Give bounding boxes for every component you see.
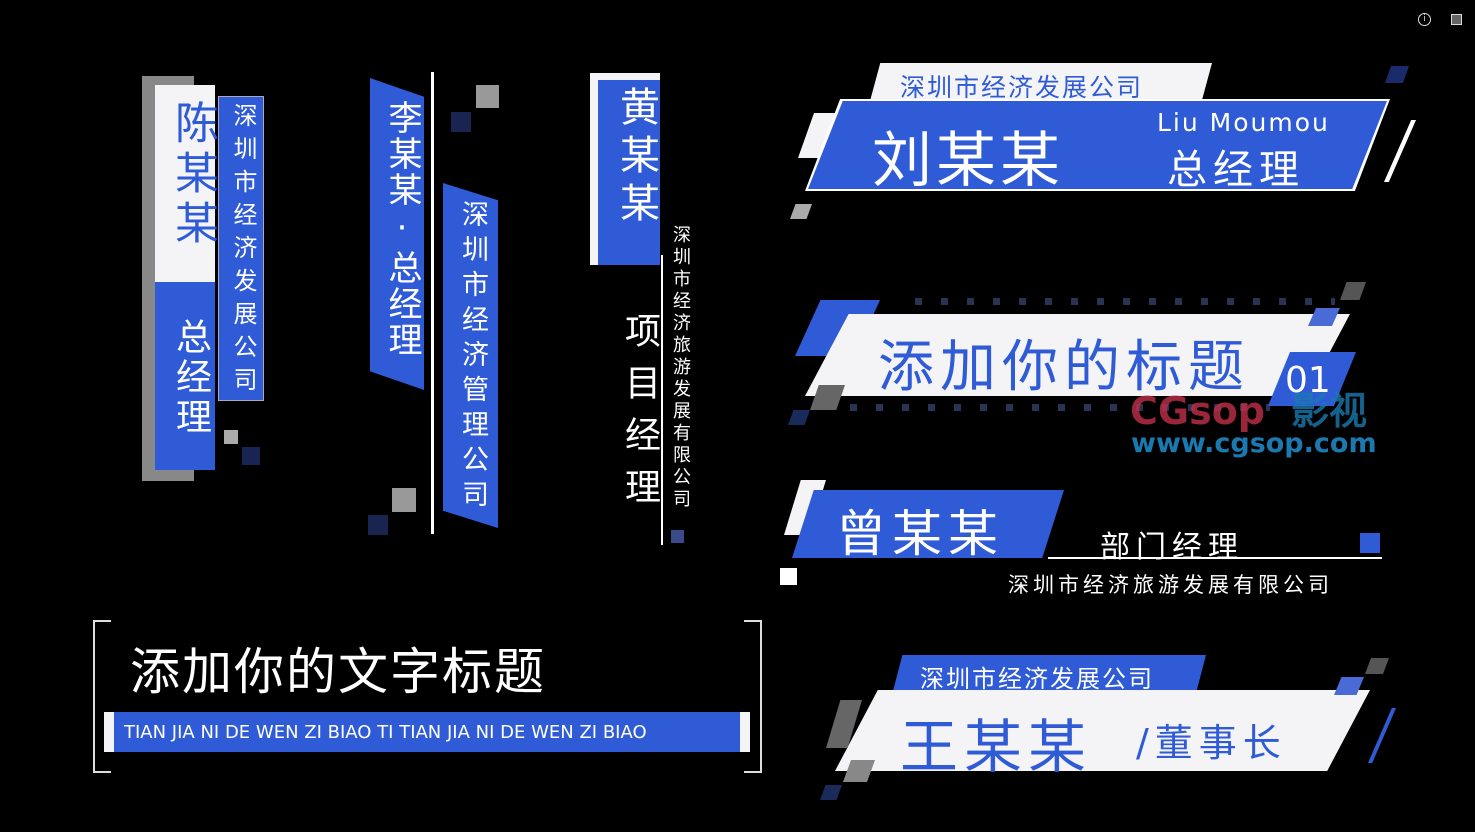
liu-name: 刘某某 bbox=[872, 126, 1064, 196]
text-subtitle: TIAN JIA NI DE WEN ZI BIAO TI TIAN JIA N… bbox=[124, 722, 647, 743]
banner-title: 添加你的标题 bbox=[878, 335, 1250, 400]
watermark-brand-cn: 影视 bbox=[1291, 389, 1368, 433]
wang-title: /董事长 bbox=[1136, 721, 1287, 765]
liu-pinyin: Liu Moumou bbox=[1157, 108, 1330, 137]
watermark-brand: CGsop bbox=[1130, 389, 1266, 433]
chen-name: 陈某某 bbox=[167, 100, 218, 250]
li-company: 深圳市经济管理公司 bbox=[457, 200, 488, 515]
dots-bottom bbox=[850, 404, 1270, 411]
huang-title: 项目经理 bbox=[619, 312, 660, 520]
wang-company: 深圳市经济发展公司 bbox=[920, 665, 1154, 693]
zeng-company: 深圳市经济旅游发展有限公司 bbox=[1008, 573, 1333, 597]
huang-name: 黄某某 bbox=[613, 86, 659, 230]
text-title: 添加你的文字标题 bbox=[130, 643, 546, 701]
popout-icon[interactable] bbox=[1451, 14, 1462, 25]
li-name: 李某某·总经理 bbox=[382, 100, 422, 358]
liu-title: 总经理 bbox=[1167, 147, 1305, 193]
info-icon[interactable]: i bbox=[1418, 13, 1431, 26]
watermark-url: www.cgsop.com bbox=[1131, 428, 1377, 459]
chen-title: 总经理 bbox=[170, 318, 211, 438]
dots-top bbox=[915, 298, 1335, 305]
huang-company: 深圳市经济旅游发展有限公司 bbox=[670, 225, 691, 511]
zeng-name: 曾某某 bbox=[836, 505, 1004, 563]
chen-company: 深圳市经济发展公司 bbox=[229, 103, 257, 400]
zeng-title: 部门经理 bbox=[1100, 530, 1244, 565]
liu-company: 深圳市经济发展公司 bbox=[900, 73, 1144, 102]
banner-number: 01 bbox=[1285, 360, 1331, 401]
wang-name: 王某某 bbox=[900, 713, 1093, 781]
